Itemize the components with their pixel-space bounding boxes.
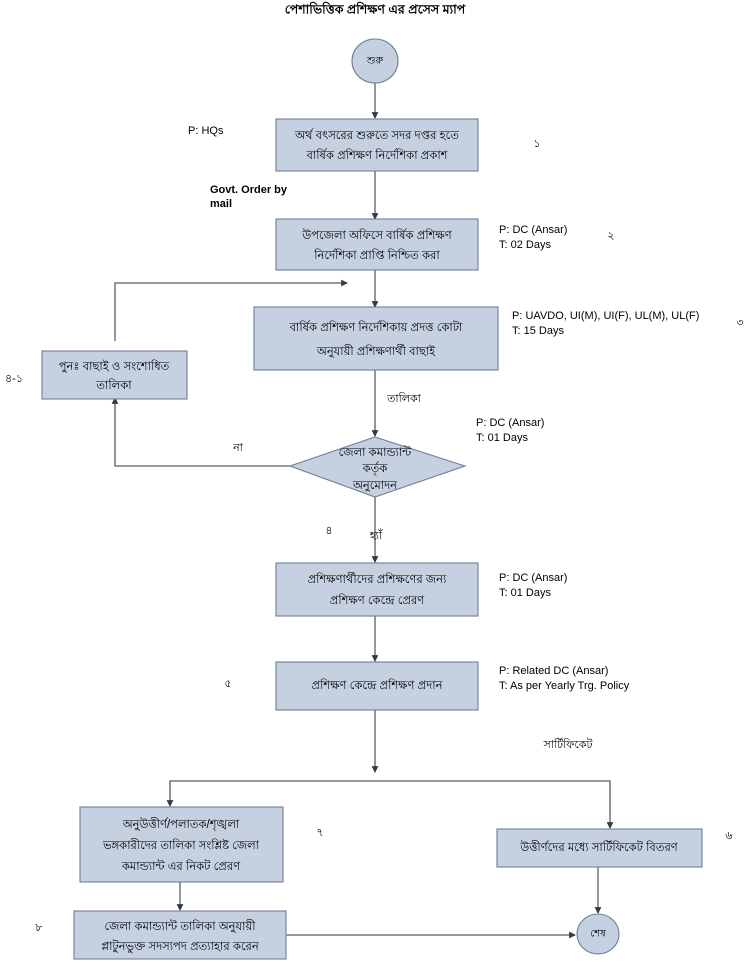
node-5-line2: প্রশিক্ষণ কেন্দ্রে প্রেরণ	[330, 593, 426, 607]
start-ellipse	[351, 38, 399, 84]
annotation-n5-person: P: DC (Ansar)	[499, 572, 567, 584]
node-commandant-approval[interactable]: জেলা কমান্ড্যান্ট কর্তৃক অনুমোদন	[288, 436, 467, 498]
edge-n4-n41	[111, 397, 290, 467]
node-5-box	[275, 562, 479, 617]
node-end[interactable]: শেষ	[576, 913, 620, 955]
edge-label-certificate: সার্টিফিকেট	[543, 738, 594, 751]
annotation-p-hqs: P: HQs	[188, 125, 224, 137]
annotation-n5-time: T: 01 Days	[499, 587, 551, 599]
edge-labels: তালিকা না হ্যাঁ সার্টিফিকেট	[232, 392, 593, 751]
annotation-govt-order-line2: mail	[210, 198, 232, 210]
annotation-n3-person: P: UAVDO, UI(M), UI(F), UL(M), UL(F)	[512, 310, 699, 322]
node-9-box	[73, 910, 287, 960]
step-number-5: ৫	[224, 678, 231, 690]
annotation-n2-person: P: DC (Ansar)	[499, 224, 567, 236]
node-7-line3: কমান্ড্যান্ট এর নিকট প্রেরণ	[121, 859, 241, 873]
node-9-line1: জেলা কমান্ড্যান্ট তালিকা অনুযায়ী	[104, 919, 256, 934]
step-number-7: ৭	[316, 827, 323, 839]
node-3-line2: অনুযায়ী প্রশিক্ষণার্থী বাছাই	[316, 344, 436, 359]
edge-label-no: না	[232, 442, 244, 454]
node-failed-list[interactable]: অনুউত্তীর্ণ/পলাতক/শৃঙ্খলা ভঙ্গকারীদের তা…	[79, 806, 284, 883]
node-2-line1: উপজেলা অফিসে বার্ষিক প্রশিক্ষণ	[301, 228, 452, 242]
start-label: শুরু	[366, 56, 384, 67]
step-number-4: ৪	[325, 525, 332, 537]
node-5-line1: প্রশিক্ষণার্থীদের প্রশিক্ষণের জন্য	[308, 572, 447, 586]
annotation-n2-time: T: 02 Days	[499, 239, 551, 251]
node-4-line2: কর্তৃক	[362, 461, 389, 476]
annotation-n6-time: T: As per Yearly Trg. Policy	[499, 680, 630, 692]
node-receive-guideline[interactable]: উপজেলা অফিসে বার্ষিক প্রশিক্ষণ নির্দেশিক…	[275, 218, 479, 271]
node-select-trainees[interactable]: বার্ষিক প্রশিক্ষণ নির্দেশিকায় প্রদত্ত ক…	[253, 306, 499, 371]
annotation-govt-order-line1: Govt. Order by	[210, 184, 288, 196]
step-number-2: ২	[607, 230, 614, 242]
edge-n41-n3	[114, 279, 348, 341]
step-number-3: ৩	[736, 317, 743, 329]
edge-label-talika: তালিকা	[386, 392, 421, 405]
node-reselection-list[interactable]: পুনঃ বাছাই ও সংশোধিত তালিকা	[41, 350, 188, 400]
end-ellipse	[576, 913, 620, 955]
step-number-6: ৬	[725, 830, 732, 842]
node-2-box	[275, 218, 479, 271]
step-number-4-1: ৪-১	[5, 373, 23, 385]
step-number-8: ৮	[35, 922, 42, 934]
node-4-diamond	[288, 436, 467, 498]
node-publish-guideline[interactable]: অর্থ বৎসরের শুরুতে সদর দপ্তর হতে বার্ষিক…	[275, 118, 479, 172]
node-distribute-certificate[interactable]: উত্তীর্ণদের মধ্যে সার্টিফিকেট বিতরণ	[496, 828, 703, 868]
node-conduct-training[interactable]: প্রশিক্ষণ কেন্দ্রে প্রশিক্ষণ প্রদান	[275, 661, 479, 711]
node-8-box	[496, 828, 703, 868]
annotation-n4-person: P: DC (Ansar)	[476, 417, 544, 429]
page-title: পেশাভিত্তিক প্রশিক্ষণ এর প্রসেস ম্যাপ	[285, 0, 467, 16]
node-4-line1: জেলা কমান্ড্যান্ট	[339, 445, 413, 459]
node-2-line2: নির্দেশিকা প্রাপ্তি নিশ্চিত করা	[313, 248, 440, 262]
node-1-line1: অর্থ বৎসরের শুরুতে সদর দপ্তর হতে	[294, 128, 460, 142]
node-7-line1: অনুউত্তীর্ণ/পলাতক/শৃঙ্খলা	[122, 817, 240, 832]
node-7-box	[79, 806, 284, 883]
annotation-n6-person: P: Related DC (Ansar)	[499, 665, 608, 677]
node-1-line2: বার্ষিক প্রশিক্ষণ নির্দেশিকা প্রকাশ	[305, 148, 448, 162]
node-41-line2: তালিকা	[95, 378, 132, 392]
node-3-line1: বার্ষিক প্রশিক্ষণ নির্দেশিকায় প্রদত্ত ক…	[289, 320, 463, 334]
node-8-line1: উত্তীর্ণদের মধ্যে সার্টিফিকেট বিতরণ	[519, 840, 679, 854]
step-numbers: ১ ২ ৩ ৪ ৪-১ ৫ ৬ ৭ ৮	[5, 138, 744, 934]
node-6-line1: প্রশিক্ষণ কেন্দ্রে প্রশিক্ষণ প্রদান	[312, 678, 444, 692]
node-3-box	[253, 306, 499, 371]
node-send-to-center[interactable]: প্রশিক্ষণার্থীদের প্রশিক্ষণের জন্য প্রশি…	[275, 562, 479, 617]
node-9-line2: প্লাটুনভুক্ত সদস্যপদ প্রত্যাহার করেন	[101, 939, 260, 954]
edge-split-n7	[166, 780, 375, 807]
node-7-line2: ভঙ্গকারীদের তালিকা সংশ্লিষ্ট জেলা	[102, 838, 260, 852]
node-start[interactable]: শুরু	[351, 38, 399, 84]
node-withdraw-membership[interactable]: জেলা কমান্ড্যান্ট তালিকা অনুযায়ী প্লাটু…	[73, 910, 287, 960]
node-1-box	[275, 118, 479, 172]
edge-label-yes: হ্যাঁ	[369, 528, 383, 542]
node-41-box	[41, 350, 188, 400]
node-6-box	[275, 661, 479, 711]
side-annotations: P: HQs Govt. Order by mail P: DC (Ansar)…	[188, 125, 699, 692]
step-number-1: ১	[533, 138, 540, 150]
annotation-n4-time: T: 01 Days	[476, 432, 528, 444]
end-label: শেষ	[590, 929, 606, 940]
edge-split-n8	[375, 780, 614, 829]
node-4-line3: অনুমোদন	[352, 480, 398, 493]
annotation-n3-time: T: 15 Days	[512, 325, 564, 337]
flow-connectors	[111, 82, 614, 939]
node-41-line1: পুনঃ বাছাই ও সংশোধিত	[59, 359, 171, 374]
